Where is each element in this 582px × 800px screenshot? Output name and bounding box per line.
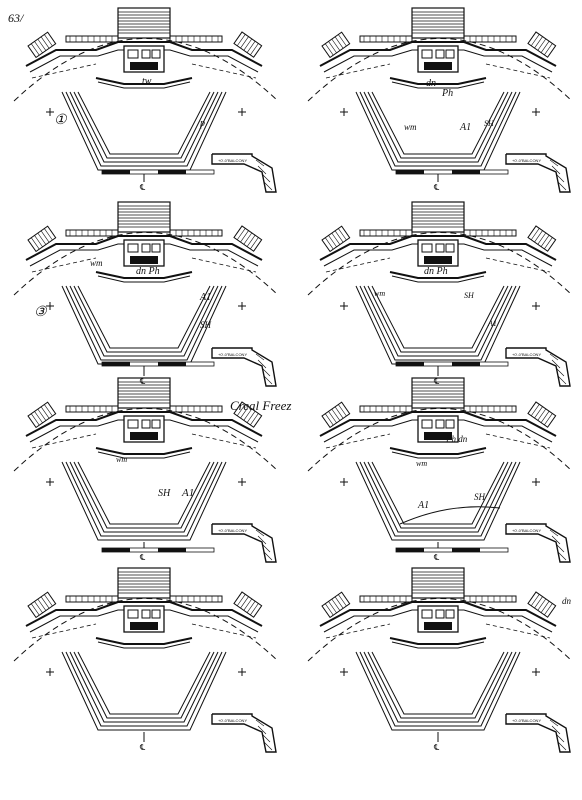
- level-label: +0'-0": [512, 718, 523, 723]
- handwritten-note: A1: [181, 487, 194, 499]
- handwritten-note: ③: [34, 305, 48, 320]
- handwritten-note: wm: [90, 258, 103, 268]
- handwritten-note: p: [199, 118, 205, 129]
- handwritten-note: wm: [416, 459, 427, 468]
- handwritten-note: dn: [562, 596, 572, 606]
- plan-panel-3: +0'-0" BALCONY ℄ dn Ph wm A1 SH ③: [13, 201, 279, 387]
- handwritten-note: A1: [417, 500, 429, 511]
- center-mark: ℄: [433, 743, 440, 752]
- handwritten-note: Ph: [441, 88, 453, 99]
- plan-panel-1: +0'-0" BALCONY ℄ tw ① p: [13, 7, 279, 193]
- handwritten-note: SH: [200, 320, 212, 330]
- handwritten-note: SH: [464, 291, 475, 300]
- plan-panel-2: +0'-0" BALCONY ℄ dn Ph wm A1 SH: [307, 7, 573, 193]
- balcony-label: BALCONY: [228, 352, 247, 357]
- balcony-label: BALCONY: [228, 718, 247, 723]
- plan-panel-6: +0'-0" BALCONY ℄ Ph dn wm A1 SH: [307, 377, 573, 563]
- balcony-label: BALCONY: [522, 528, 541, 533]
- level-label: +0'-0": [218, 718, 229, 723]
- balcony-label: BALCONY: [228, 158, 247, 163]
- handwritten-note: SH: [484, 119, 495, 128]
- handwritten-note: Ph dn: [445, 434, 468, 444]
- handwritten-note: wm: [116, 455, 127, 464]
- handwritten-note: A1: [459, 122, 471, 133]
- handwritten-note: Creal Freez: [230, 398, 292, 413]
- handwritten-note: dn: [426, 78, 436, 89]
- handwritten-note: wm: [374, 289, 385, 298]
- level-label: +0'-0": [512, 528, 523, 533]
- handwritten-note: SH: [158, 488, 171, 499]
- balcony-label: BALCONY: [522, 718, 541, 723]
- handwritten-note: A1: [199, 292, 211, 303]
- handwritten-note: ①: [54, 113, 68, 128]
- plan-panel-7: +0'-0" BALCONY ℄: [13, 567, 279, 753]
- level-label: +0'-0": [512, 352, 523, 357]
- center-mark: ℄: [139, 183, 146, 192]
- plan-panel-4: +0'-0" BALCONY ℄ dn Ph wm SH A1: [307, 201, 573, 387]
- level-label: +0'-0": [218, 352, 229, 357]
- level-label: +0'-0": [218, 158, 229, 163]
- handwritten-note: wm: [404, 122, 417, 132]
- handwritten-note: A1: [487, 319, 497, 328]
- center-mark: ℄: [139, 553, 146, 562]
- plan-panel-5: +0'-0" BALCONY ℄ Creal Freez wm SH A1: [13, 377, 292, 563]
- page-number-note: 63/: [8, 11, 25, 25]
- level-label: +0'-0": [512, 158, 523, 163]
- center-mark: ℄: [139, 743, 146, 752]
- center-mark: ℄: [433, 377, 440, 386]
- plan-panel-8: +0'-0" BALCONY ℄ dn: [307, 567, 573, 753]
- handwritten-note: dn Ph: [136, 266, 160, 277]
- handwritten-note: SH: [474, 492, 486, 502]
- center-mark: ℄: [139, 377, 146, 386]
- balcony-label: BALCONY: [228, 528, 247, 533]
- center-mark: ℄: [433, 183, 440, 192]
- balcony-label: BALCONY: [522, 158, 541, 163]
- handwritten-note: tw: [142, 76, 152, 87]
- center-mark: ℄: [433, 553, 440, 562]
- level-label: +0'-0": [218, 528, 229, 533]
- balcony-label: BALCONY: [522, 352, 541, 357]
- handwritten-note: dn Ph: [424, 266, 448, 277]
